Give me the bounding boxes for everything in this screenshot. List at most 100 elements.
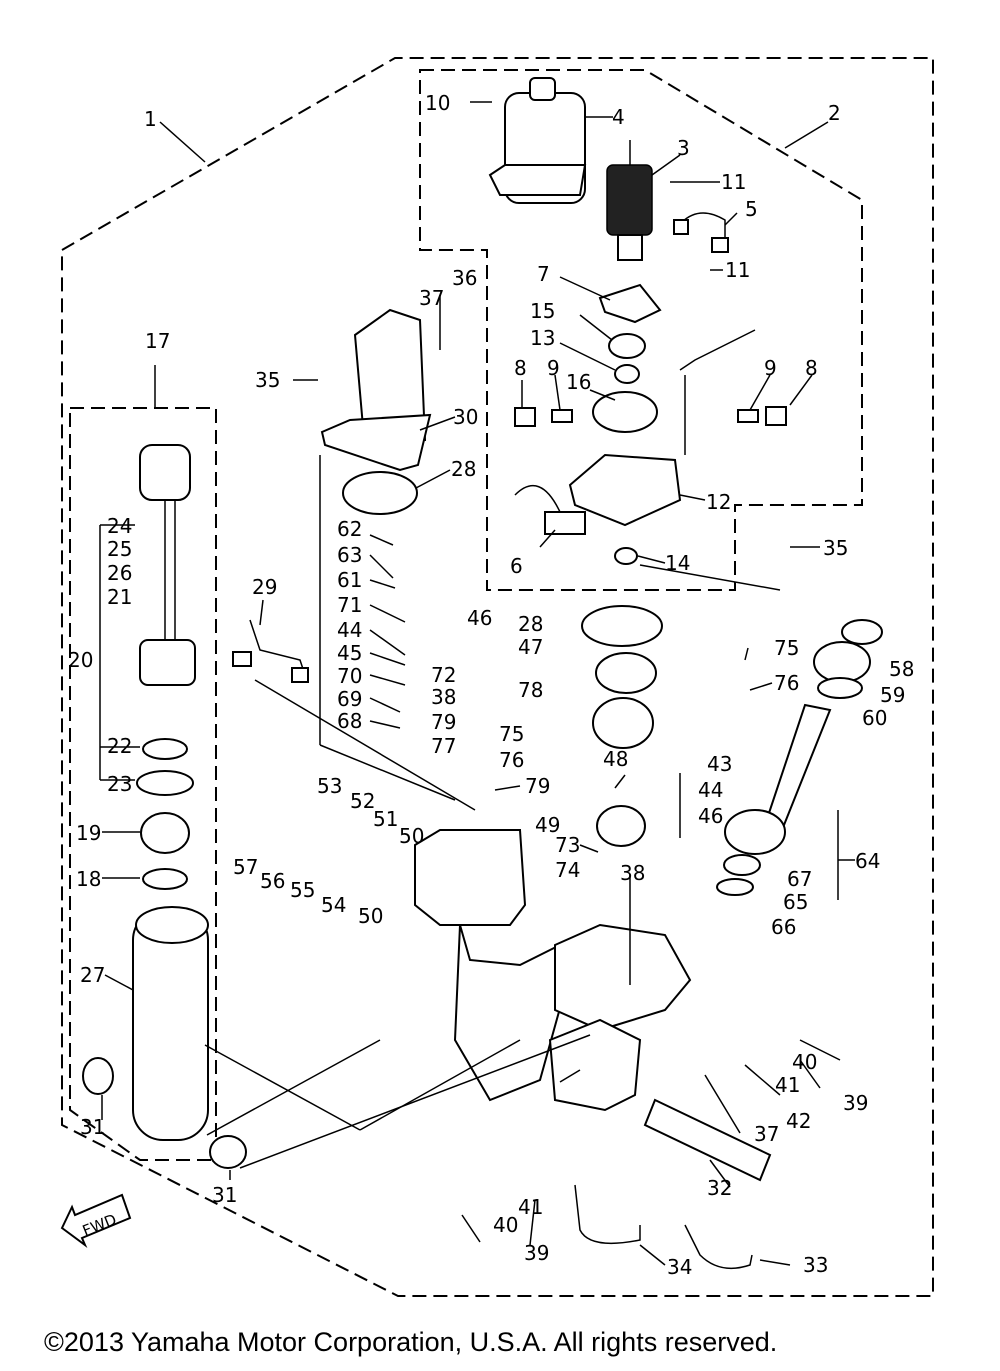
label-9-right: 9 [764,356,777,380]
label-8-left: 8 [514,356,527,380]
label-77: 77 [431,734,456,758]
label-22: 22 [107,734,132,758]
reservoir-47 [595,652,657,694]
bearing-14 [614,547,638,565]
label-42: 42 [786,1109,811,1133]
label-74: 74 [555,858,580,882]
label-35-left: 35 [255,368,280,392]
label-68: 68 [337,709,362,733]
brush-8-left [514,407,536,427]
brush-8-right [765,406,787,426]
label-79-left: 79 [431,710,456,734]
callout-labels: 1 2 3 4 5 6 7 8 8 9 9 10 11 11 12 13 14 … [68,91,914,1279]
label-4: 4 [612,105,625,129]
ring-67 [723,854,761,876]
label-34: 34 [667,1255,692,1279]
label-67: 67 [787,867,812,891]
label-13: 13 [530,326,555,350]
label-53: 53 [317,774,342,798]
brush-lead [673,212,729,253]
label-31-bottom: 31 [212,1183,237,1207]
label-48: 48 [603,747,628,771]
label-79-right: 79 [525,774,550,798]
label-32: 32 [707,1176,732,1200]
armature [606,140,653,261]
valve-block-49 [596,805,646,847]
label-28-lower: 28 [518,612,543,636]
label-44-left: 44 [337,618,362,642]
motor-base-12 [568,329,756,527]
label-56: 56 [260,869,285,893]
assembly-1-boundary [61,57,934,1297]
o-ring-22 [142,738,188,760]
label-76-right: 76 [774,671,799,695]
label-37-lower: 37 [754,1122,779,1146]
label-30: 30 [453,405,478,429]
seal-59 [813,641,871,683]
o-ring-28-upper [342,471,418,515]
label-29: 29 [252,575,277,599]
label-76-left: 76 [499,748,524,772]
o-ring-28-lower [581,605,663,647]
label-63: 63 [337,543,362,567]
label-36: 36 [452,266,477,290]
o-ring-16 [592,391,658,433]
label-50-right: 50 [399,824,424,848]
bearing-13 [614,364,640,384]
label-11-lower: 11 [725,258,750,282]
label-40-bottom: 40 [493,1213,518,1237]
label-9-left: 9 [547,356,560,380]
cylinder-rod-21 [139,444,196,686]
label-24: 24 [107,514,132,538]
leader-lines [99,101,855,1266]
assembly-2-boundary [419,69,863,591]
reservoir-cover-30 [320,308,432,472]
label-3: 3 [677,136,690,160]
label-41-bottom: 41 [518,1195,543,1219]
label-1: 1 [144,107,157,131]
label-55: 55 [290,878,315,902]
label-21: 21 [107,585,132,609]
label-26: 26 [107,561,132,585]
label-57: 57 [233,855,258,879]
label-72: 72 [431,663,456,687]
pipe-33 [684,1224,753,1270]
collar-31-left [82,1057,114,1095]
label-37-upper: 37 [419,286,444,310]
label-44-right: 44 [698,778,723,802]
copyright-text: ©2013 Yamaha Motor Corporation, U.S.A. A… [44,1327,777,1357]
o-ring-60 [817,677,863,699]
pipe-29 [232,619,309,683]
label-69: 69 [337,687,362,711]
ram-64 [724,703,832,855]
label-51: 51 [373,807,398,831]
switch-6 [514,485,586,535]
label-14: 14 [665,551,690,575]
label-46-left: 46 [467,606,492,630]
label-28-upper: 28 [451,457,476,481]
label-40-right: 40 [792,1050,817,1074]
label-38-right: 38 [620,861,645,885]
label-75-right: 75 [774,636,799,660]
pipe-34 [574,1184,641,1245]
o-ring-65 [716,878,754,896]
label-65: 65 [783,890,808,914]
label-59: 59 [880,683,905,707]
seal-78 [592,697,654,749]
main-housing [414,829,692,1112]
label-10: 10 [425,91,450,115]
motor-yoke [488,77,587,204]
label-15: 15 [530,299,555,323]
brush-holder-plate [598,283,662,324]
label-5: 5 [745,197,758,221]
label-45: 45 [337,641,362,665]
oil-seal-15 [608,333,646,359]
label-6: 6 [510,554,523,578]
label-62: 62 [337,517,362,541]
label-61: 61 [337,568,362,592]
shaft-32 [643,1098,772,1182]
label-54: 54 [321,893,346,917]
label-73: 73 [555,833,580,857]
label-35-right: 35 [823,536,848,560]
label-71: 71 [337,593,362,617]
